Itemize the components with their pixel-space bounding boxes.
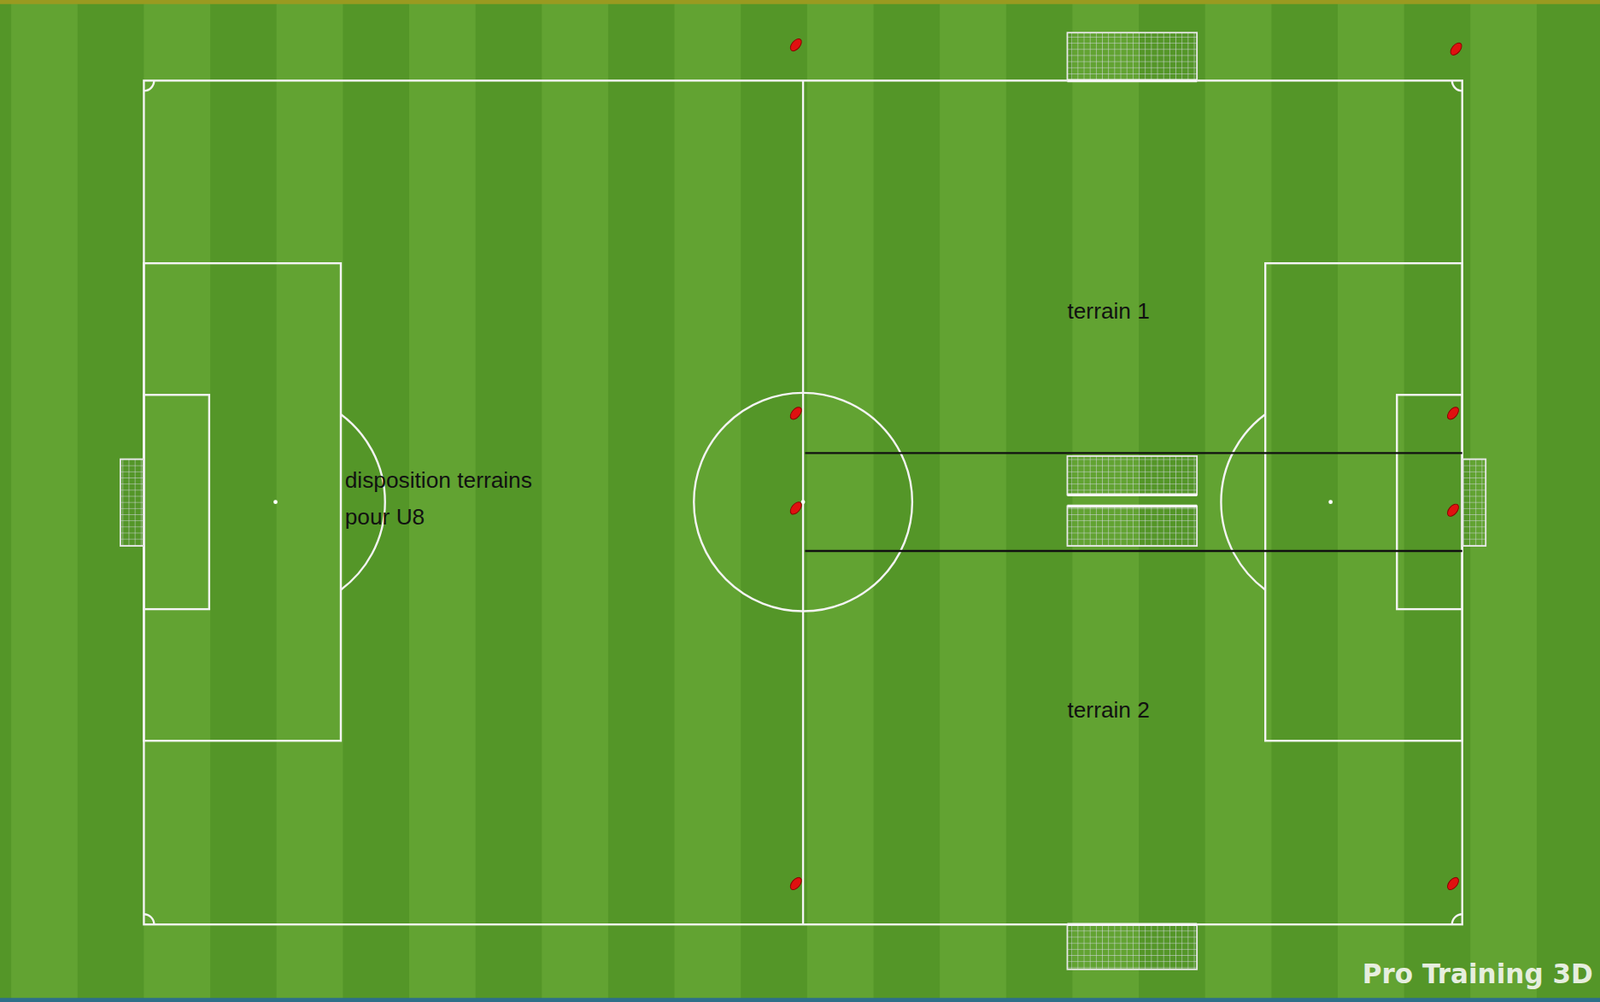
- watermark: Pro Training 3D: [1362, 959, 1594, 991]
- field-label: terrain 1: [1066, 293, 1149, 330]
- diagram-note: disposition terrains pour U8: [345, 462, 541, 536]
- field-label: terrain 2: [1066, 691, 1149, 729]
